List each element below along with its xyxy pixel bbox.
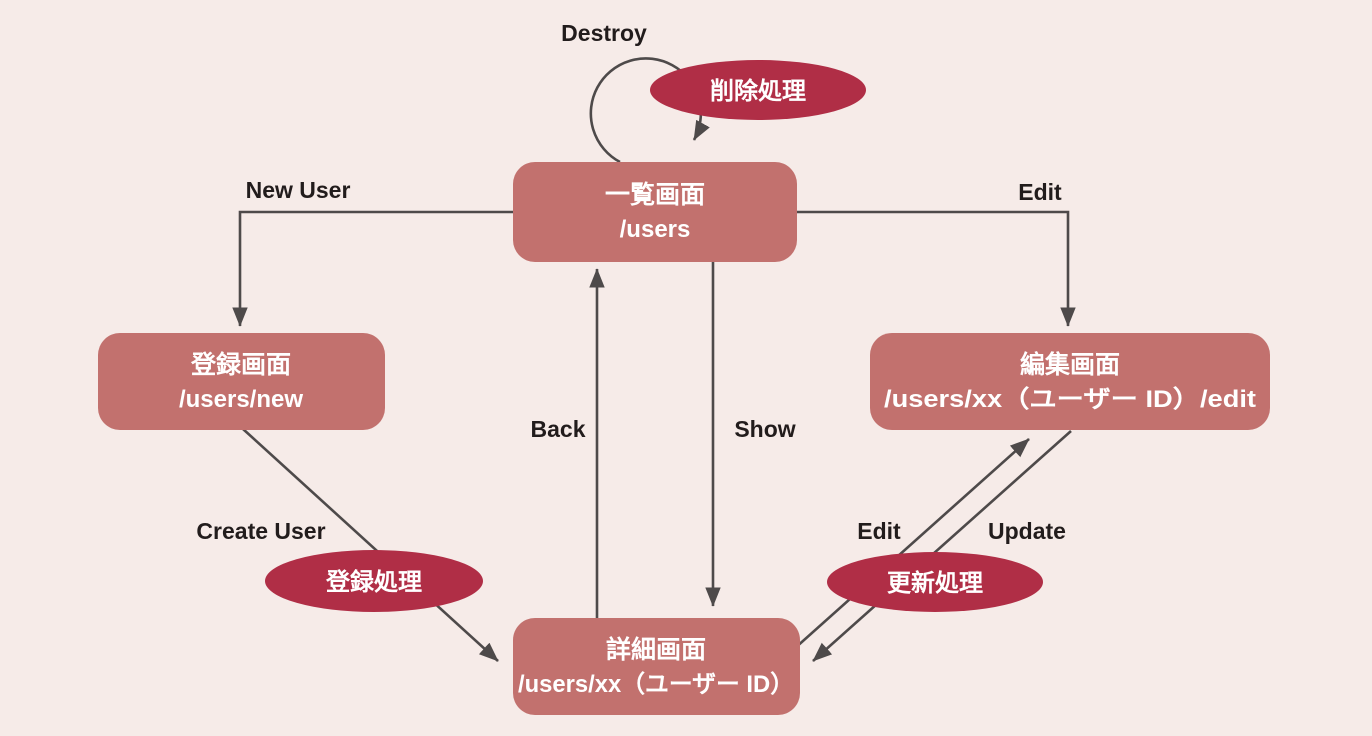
node-detail-title: 詳細画面 [606,635,706,664]
node-list-title: 一覧画面 [605,181,705,209]
process-destroy-label: 削除処理 [710,77,806,105]
process-create-ellipse [265,550,483,612]
process-destroy-ellipse [650,60,866,120]
process-update-ellipse [827,552,1043,612]
edge-label-edit: Edit [1018,179,1062,205]
edge-label-new-user: New User [246,177,351,203]
node-new-title: 登録画面 [190,350,291,379]
edge-label-update: Update [988,518,1066,544]
update-arrow [812,430,1072,662]
process-create-label: 登録処理 [325,568,422,596]
node-edit-title: 編集画面 [1020,350,1120,379]
edge-label-destroy: Destroy [561,20,647,46]
node-new-path: /users/new [179,386,303,413]
new-user-arrow [232,210,513,327]
edge-label-edit-from-detail: Edit [857,518,901,544]
node-detail-screen [513,618,800,715]
node-new-screen [98,333,385,430]
edge-label-create-user: Create User [196,518,325,544]
node-list-screen [513,162,797,262]
create-user-arrow [242,428,499,662]
edge-label-show: Show [734,416,795,442]
node-list-path: /users [620,216,691,243]
process-update-label: 更新処理 [887,569,983,597]
node-edit-path: /users/xx（ユーザー ID）/edit [884,386,1256,413]
edit-arrow [797,210,1076,327]
edge-label-back: Back [531,416,586,442]
edit-from-detail-arrow [793,438,1030,650]
node-edit-screen [870,333,1270,430]
node-detail-path: /users/xx（ユーザー ID） [518,671,794,698]
